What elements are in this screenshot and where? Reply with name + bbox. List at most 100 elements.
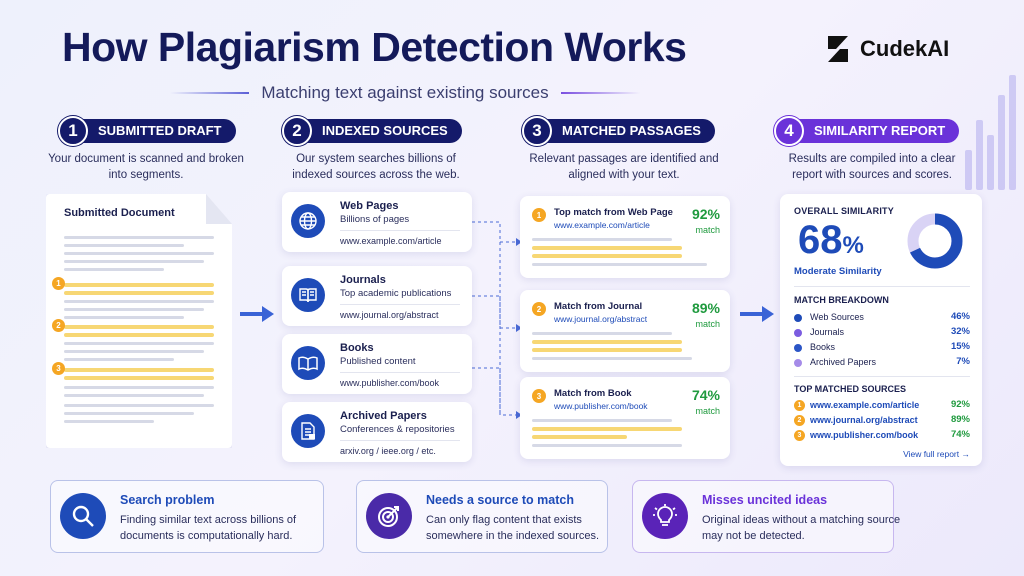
source-subtitle: Billions of pages bbox=[340, 214, 410, 225]
journal-icon bbox=[291, 278, 325, 312]
submitted-document bbox=[46, 194, 232, 448]
step-number: 3 bbox=[522, 116, 552, 146]
match-label: match bbox=[695, 225, 720, 235]
view-full-report-link[interactable]: View full report → bbox=[903, 449, 970, 459]
match-url: www.journal.org/abstract bbox=[554, 314, 648, 324]
match-url: www.publisher.com/book bbox=[554, 401, 648, 411]
similarity-rating: Moderate Similarity bbox=[794, 266, 882, 277]
brand: CudekAI bbox=[826, 34, 949, 64]
box-title: Misses uncited ideas bbox=[702, 493, 828, 507]
lightbulb-icon bbox=[642, 493, 688, 539]
document-title: Submitted Document bbox=[64, 207, 175, 219]
source-card-books: Books Published content www.publisher.co… bbox=[282, 334, 472, 394]
step-3-description: Relevant passages are identified and ali… bbox=[529, 153, 719, 181]
match-title: Top match from Web Page bbox=[554, 207, 673, 218]
brand-name: CudekAI bbox=[860, 36, 950, 61]
step-1-header: 1 SUBMITTED DRAFT bbox=[58, 116, 236, 146]
box-text: Original ideas without a matching source… bbox=[702, 514, 901, 542]
box-title: Search problem bbox=[120, 493, 215, 507]
similarity-report-card: OVERALL SIMILARITY 68% Moderate Similari… bbox=[780, 194, 982, 466]
subtitle-row: Matching text against existing sources bbox=[170, 82, 641, 104]
step-label: SIMILARITY REPORT bbox=[794, 119, 960, 143]
match-number: 3 bbox=[532, 389, 546, 403]
overall-similarity-heading: OVERALL SIMILARITY bbox=[794, 206, 894, 216]
step-label: SUBMITTED DRAFT bbox=[78, 119, 236, 143]
match-card: 1 Top match from Web Page www.example.co… bbox=[520, 196, 730, 278]
source-title: Journals bbox=[340, 274, 386, 286]
arrow-right-icon bbox=[240, 306, 274, 322]
subtitle-line-right bbox=[560, 92, 641, 94]
step-label: MATCHED PASSAGES bbox=[542, 119, 715, 143]
info-box-needs-source: Needs a source to match Can only flag co… bbox=[356, 480, 608, 553]
match-percent: 89% bbox=[691, 300, 720, 316]
document-fold bbox=[206, 194, 232, 224]
decorative-bars bbox=[965, 70, 1016, 190]
match-number: 1 bbox=[532, 208, 546, 222]
step-number: 4 bbox=[774, 116, 804, 146]
divider bbox=[340, 440, 460, 441]
source-title: Books bbox=[340, 342, 374, 354]
source-card-web-pages: Web Pages Billions of pages www.example.… bbox=[282, 192, 472, 252]
magnifier-icon bbox=[60, 493, 106, 539]
match-card: 3 Match from Book www.publisher.com/book… bbox=[520, 377, 730, 459]
match-label: match bbox=[695, 319, 720, 329]
match-label: match bbox=[695, 406, 720, 416]
info-box-uncited-ideas: Misses uncited ideas Original ideas with… bbox=[632, 480, 900, 553]
brand-logo-icon bbox=[826, 34, 850, 64]
globe-icon bbox=[291, 204, 325, 238]
source-card-journals: Journals Top academic publications www.j… bbox=[282, 266, 472, 326]
match-breakdown-heading: MATCH BREAKDOWN bbox=[794, 295, 889, 305]
info-box-search-problem: Search problem Finding similar text acro… bbox=[50, 480, 324, 553]
match-card: 2 Match from Journal www.journal.org/abs… bbox=[520, 290, 730, 372]
book-icon bbox=[291, 346, 325, 380]
step-number: 1 bbox=[58, 116, 88, 146]
step-label: INDEXED SOURCES bbox=[302, 119, 462, 143]
match-number: 2 bbox=[532, 302, 546, 316]
source-subtitle: Published content bbox=[340, 356, 416, 367]
arrow-right-icon bbox=[740, 306, 774, 322]
source-url: www.example.com/article bbox=[340, 236, 442, 246]
divider bbox=[794, 286, 970, 287]
document-icon bbox=[291, 414, 325, 448]
box-text: Finding similar text across billions of … bbox=[120, 514, 297, 542]
document-marker: 2 bbox=[52, 319, 65, 332]
box-text: Can only flag content that exists somewh… bbox=[426, 514, 600, 542]
match-title: Match from Book bbox=[554, 388, 632, 399]
match-percent: 92% bbox=[691, 206, 720, 222]
target-icon bbox=[366, 493, 412, 539]
source-url: www.journal.org/abstract bbox=[340, 310, 439, 320]
page-title: How Plagiarism Detection Works bbox=[62, 24, 687, 70]
source-title: Web Pages bbox=[340, 200, 399, 212]
document-marker: 1 bbox=[52, 277, 65, 290]
step-2-header: 2 INDEXED SOURCES bbox=[282, 116, 462, 146]
document-marker: 3 bbox=[52, 362, 65, 375]
step-4-description: Results are compiled into a clear report… bbox=[788, 153, 956, 181]
step-3-header: 3 MATCHED PASSAGES bbox=[522, 116, 715, 146]
divider bbox=[340, 372, 460, 373]
match-percent: 74% bbox=[691, 387, 720, 403]
overall-similarity-value: 68% bbox=[798, 218, 864, 262]
step-4-header: 4 SIMILARITY REPORT bbox=[774, 116, 960, 146]
source-card-archived-papers: Archived Papers Conferences & repositori… bbox=[282, 402, 472, 462]
connector-lines bbox=[472, 221, 522, 419]
step-2-description: Our system searches billions of indexed … bbox=[292, 153, 460, 181]
source-url: arxiv.org / ieee.org / etc. bbox=[340, 446, 436, 456]
similarity-donut bbox=[907, 213, 963, 269]
match-url: www.example.com/article bbox=[554, 220, 650, 230]
top-sources-heading: TOP MATCHED SOURCES bbox=[794, 384, 907, 394]
divider bbox=[340, 304, 460, 305]
source-url: www.publisher.com/book bbox=[340, 378, 440, 388]
page-subtitle: Matching text against existing sources bbox=[261, 83, 549, 102]
source-subtitle: Conferences & repositories bbox=[340, 424, 455, 435]
box-title: Needs a source to match bbox=[426, 493, 574, 507]
subtitle-line-left bbox=[170, 92, 250, 94]
divider bbox=[794, 376, 970, 377]
divider bbox=[340, 230, 460, 231]
